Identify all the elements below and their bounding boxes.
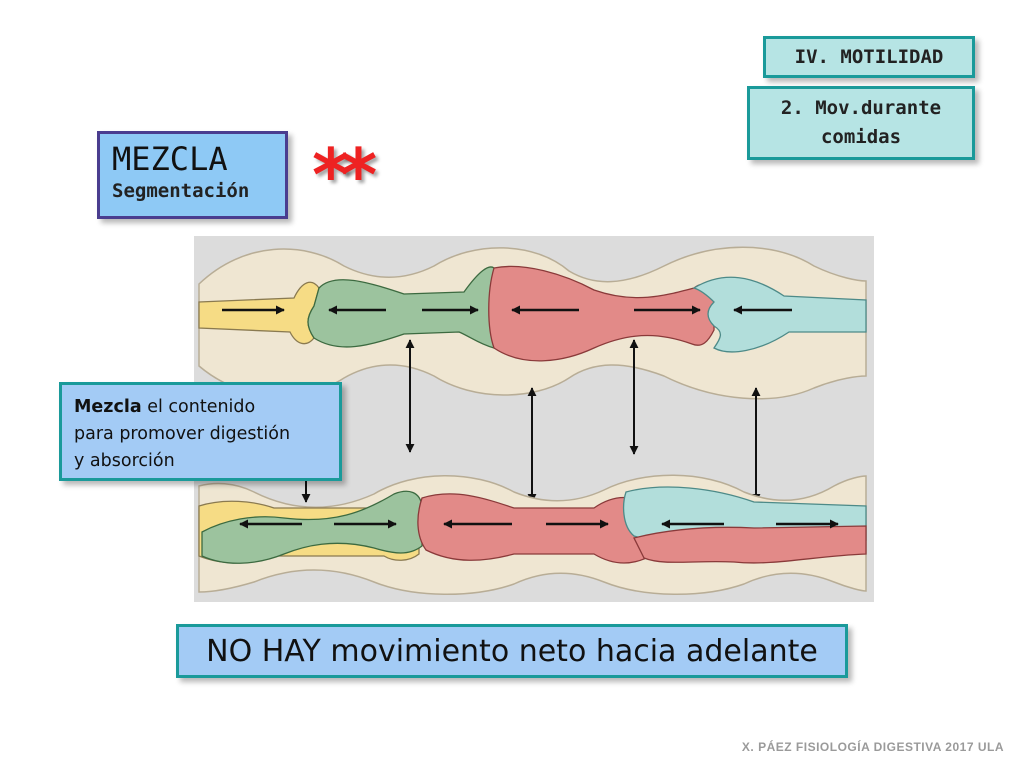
chyme-red-bottom — [417, 493, 655, 564]
chyme-red-top — [488, 265, 715, 362]
intestine-segment-top — [198, 246, 867, 400]
topic-title-box: MEZCLA Segmentación — [97, 131, 288, 219]
conclusion-box: NO HAY movimiento neto hacia adelante — [176, 624, 848, 678]
conclusion-text: NO HAY movimiento neto hacia adelante — [206, 633, 818, 669]
footer-credit: X. PÁEZ FISIOLOGÍA DIGESTIVA 2017 ULA — [741, 740, 1004, 754]
segmentation-diagram — [194, 236, 874, 602]
section-tag: IV. MOTILIDAD — [763, 36, 975, 78]
description-line-1-rest: el contenido — [141, 397, 256, 417]
subsection-tag: 2. Mov.durante comidas — [747, 86, 975, 160]
description-bold-word: Mezcla — [74, 397, 142, 417]
section-tag-text: IV. MOTILIDAD — [794, 46, 944, 68]
subsection-line-1: 2. Mov.durante — [780, 97, 942, 119]
emphasis-stars: ** — [312, 133, 377, 217]
topic-title: MEZCLA — [112, 140, 228, 178]
description-line-1: Mezcla el contenido — [74, 394, 329, 421]
intestine-segment-bottom — [198, 474, 867, 595]
description-line-3: y absorción — [74, 451, 175, 471]
chyme-cyan-top — [692, 276, 867, 353]
description-box: Mezcla el contenido para promover digest… — [59, 382, 342, 481]
chyme-red-bottom-tail — [633, 525, 867, 564]
transition-arrows — [301, 339, 761, 503]
subsection-line-2: comidas — [820, 126, 902, 148]
topic-subtitle: Segmentación — [112, 180, 250, 202]
description-line-2: para promover digestión — [74, 424, 291, 444]
chyme-green-top — [307, 266, 495, 349]
